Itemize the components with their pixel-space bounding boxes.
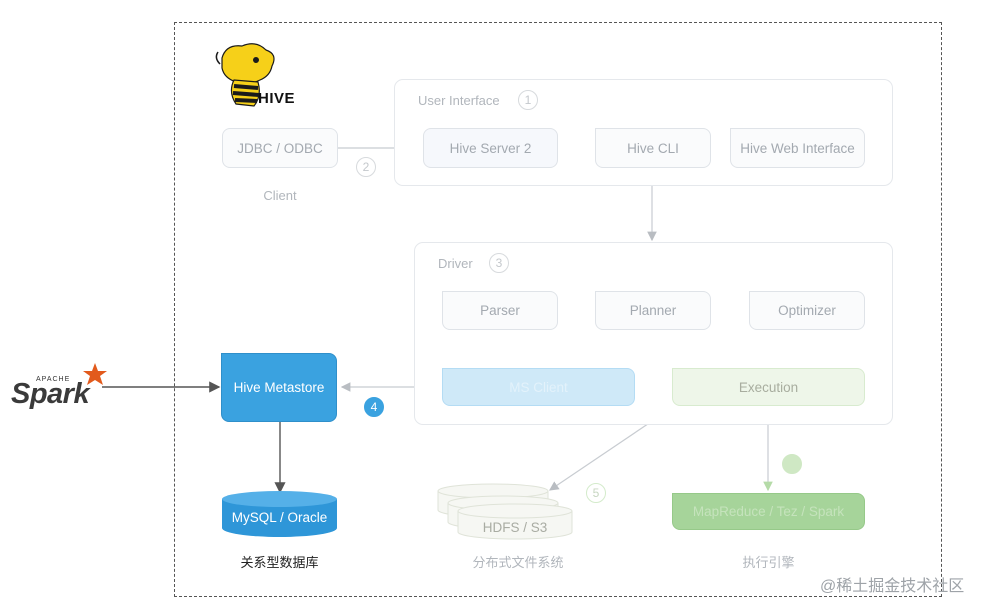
execution-node: Execution — [672, 368, 865, 406]
engine-caption: 执行引擎 — [742, 555, 795, 570]
spark-wordmark: Spark — [11, 378, 90, 410]
step-badge-1: 1 — [518, 90, 538, 110]
driver-title: Driver — [438, 256, 473, 271]
hive-server-2-node: Hive Server 2 — [423, 128, 558, 168]
storage-label: HDFS / S3 — [482, 520, 548, 535]
database-label: MySQL / Oracle — [231, 510, 328, 525]
database-cylinder-icon — [222, 491, 337, 537]
parser-node: Parser — [442, 291, 558, 330]
hive-logo: HIVE — [212, 40, 296, 112]
ms-client-node: MS Client — [442, 368, 635, 406]
planner-node: Planner — [595, 291, 711, 330]
step-badge-6 — [782, 454, 802, 474]
step-badge-4: 4 — [364, 397, 384, 417]
jdbc-odbc-node: JDBC / ODBC — [222, 128, 338, 168]
spark-logo: APACHE Spark — [8, 362, 108, 414]
optimizer-node: Optimizer — [749, 291, 865, 330]
step-badge-2: 2 — [356, 157, 376, 177]
spark-apache-text: APACHE — [36, 376, 71, 383]
database-caption: 关系型数据库 — [240, 555, 319, 570]
client-caption: Client — [263, 188, 297, 203]
hive-cli-node: Hive CLI — [595, 128, 711, 168]
user-interface-title: User Interface — [418, 93, 500, 108]
hive-boundary — [174, 22, 942, 597]
storage-caption: 分布式文件系统 — [472, 555, 564, 570]
spark-star-icon — [83, 363, 107, 385]
watermark: @稀土掘金技术社区 — [820, 578, 965, 595]
step-badge-3: 3 — [489, 253, 509, 273]
hive-bee-icon — [215, 43, 275, 107]
hive-web-interface-node: Hive Web Interface — [730, 128, 865, 168]
hive-wordmark: HIVE — [258, 90, 296, 107]
hive-metastore-node: Hive Metastore — [221, 353, 337, 422]
step-badge-5: 5 — [586, 483, 606, 503]
execution-engine-node: MapReduce / Tez / Spark — [672, 493, 865, 530]
storage-stack-icon — [437, 483, 573, 540]
